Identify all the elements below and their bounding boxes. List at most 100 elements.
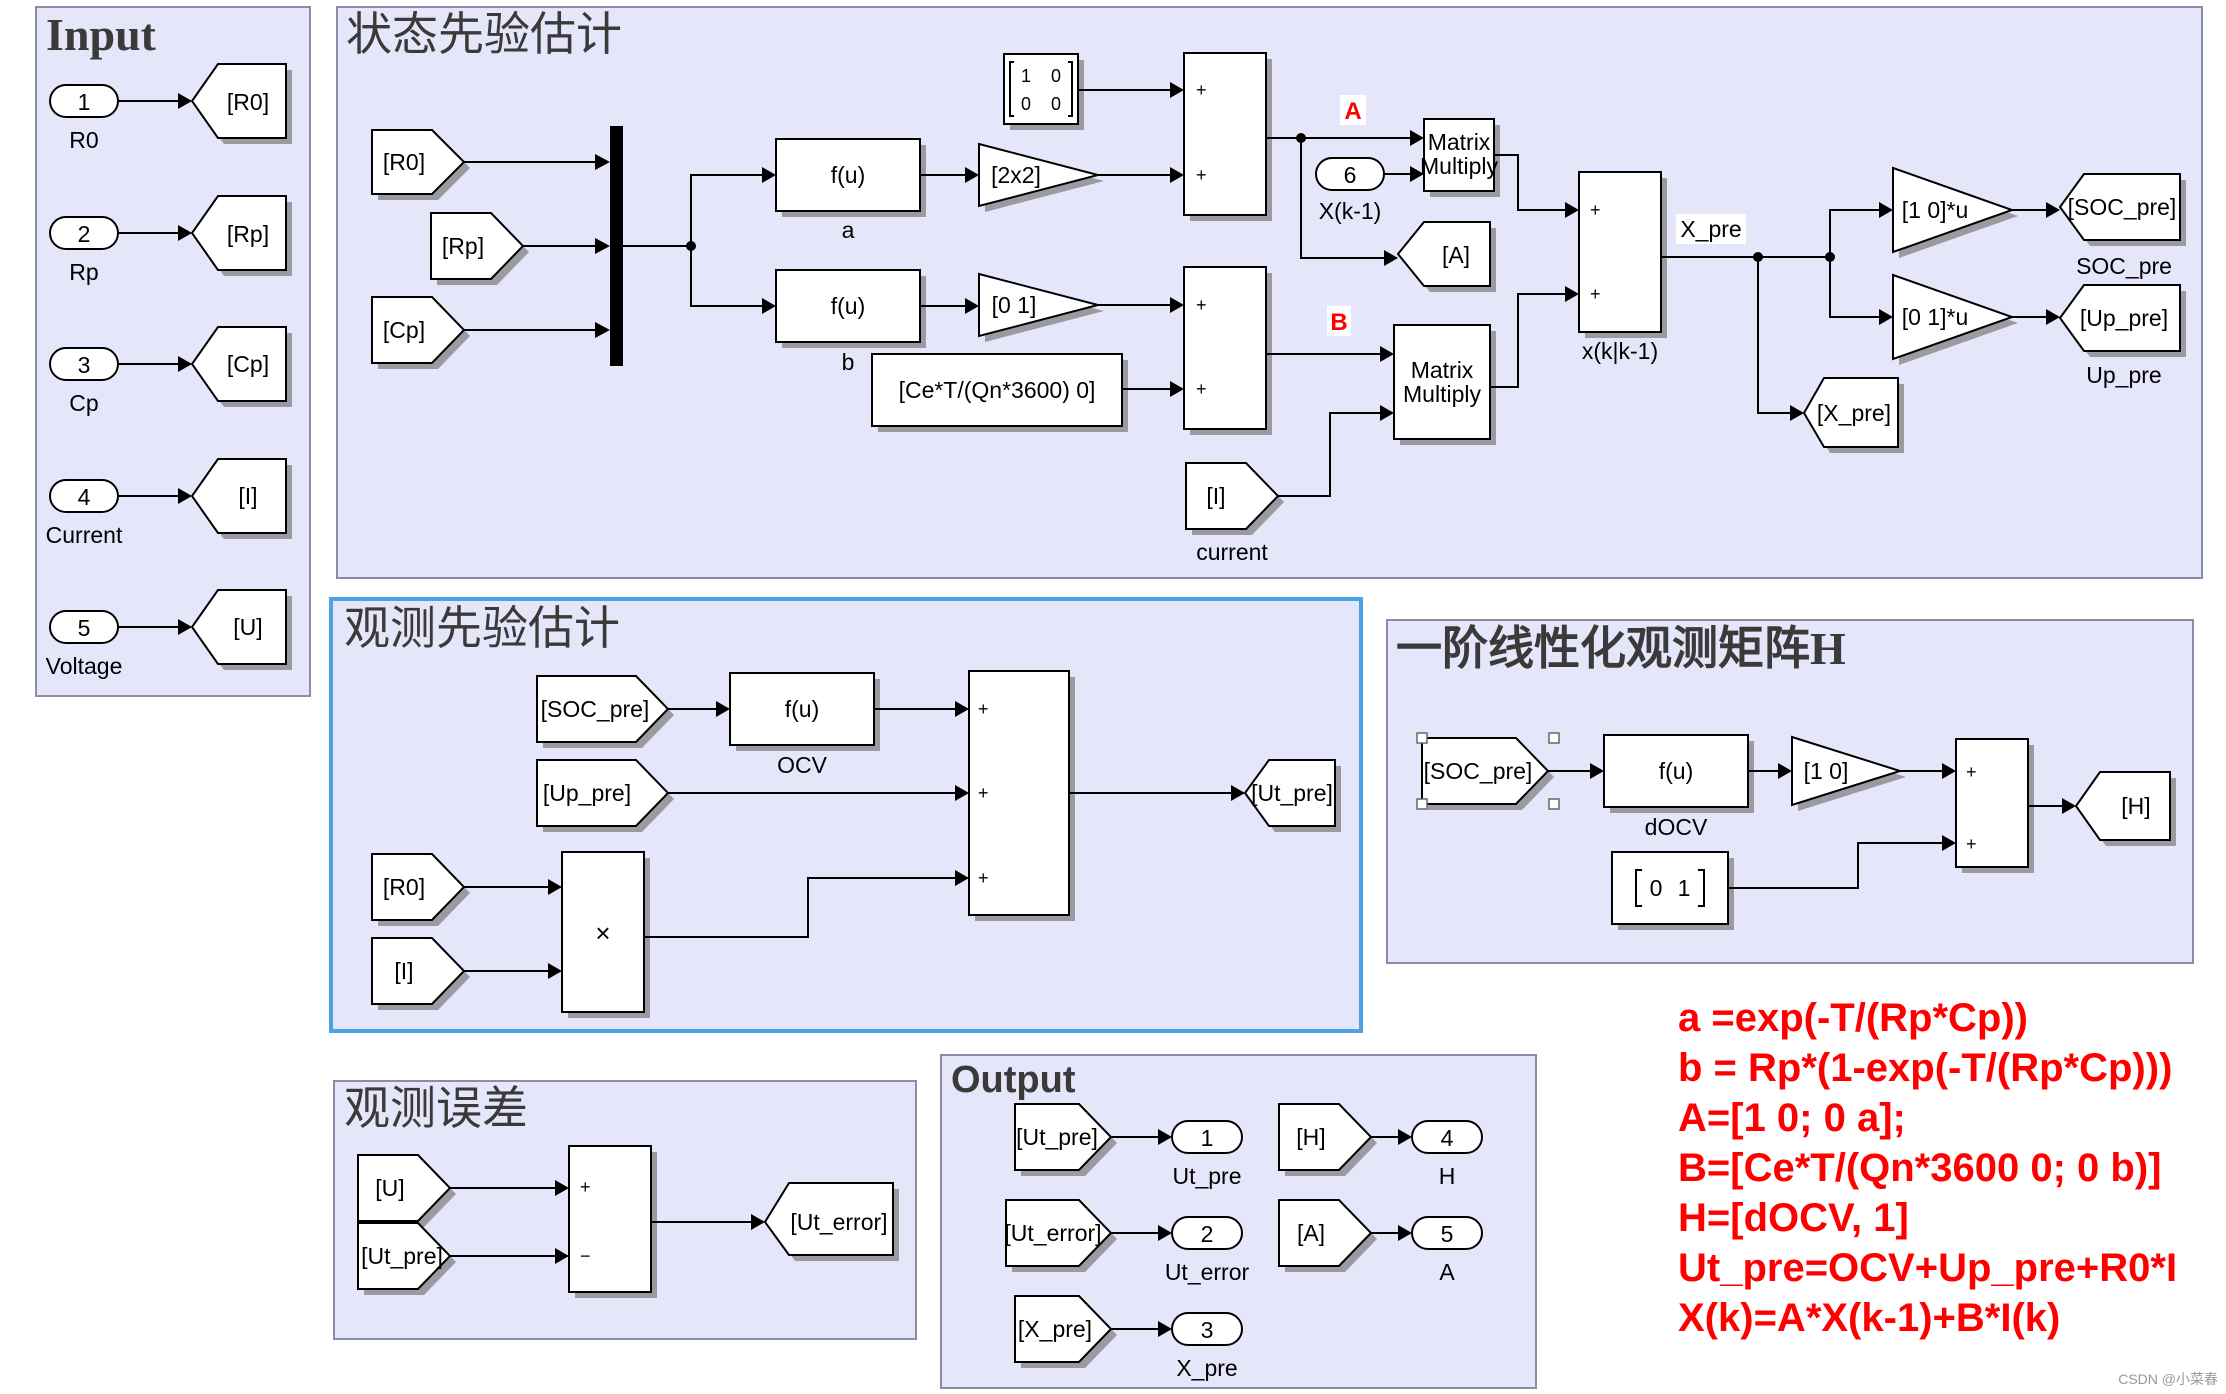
matrix-multiply-2-block[interactable]: Matrix Multiply xyxy=(1393,324,1496,445)
h-fcn-docv-block[interactable]: f(u) dOCV xyxy=(1603,734,1754,840)
goto-u[interactable]: [U] xyxy=(190,589,292,670)
inport-r0-label: R0 xyxy=(69,127,98,153)
fcn-b-expr: f(u) xyxy=(831,293,866,319)
goto-up-pre[interactable]: [Up_pre] Up_pre xyxy=(2058,284,2186,388)
inport-voltage-label: Voltage xyxy=(46,653,123,679)
obs-fcn-ocv-block[interactable]: f(u) OCV xyxy=(729,672,880,778)
obs-prior-area[interactable] xyxy=(329,597,1363,1033)
err-sum-block[interactable]: + − xyxy=(568,1145,657,1298)
outport-h-number: 4 xyxy=(1441,1125,1454,1151)
out-from-ut-pre-tag: [Ut_pre] xyxy=(1016,1124,1098,1150)
out-from-x-pre[interactable]: [X_pre] xyxy=(1014,1295,1117,1368)
obs-from-soc[interactable]: [SOC_pre] xyxy=(536,675,674,748)
inport-cp-label: Cp xyxy=(69,390,98,416)
constant-ce-expr: [Ce*T/(Qn*3600) 0] xyxy=(899,377,1096,403)
obs-fcn-expr: f(u) xyxy=(785,696,820,722)
goto-soc-pre[interactable]: [SOC_pre] SOC_pre xyxy=(2058,173,2186,279)
out-from-ut-pre[interactable]: [Ut_pre] xyxy=(1014,1103,1117,1176)
inport-r0[interactable]: 1 R0 xyxy=(49,84,119,153)
constant-matrix-block[interactable]: 1 0 0 0 xyxy=(1003,53,1084,130)
obs-prior-area-title: 观测先验估计 xyxy=(344,603,620,654)
outport-x-pre[interactable]: 3 X_pre xyxy=(1171,1312,1243,1381)
sum-a-block[interactable]: + + xyxy=(1183,52,1272,221)
h-goto-h[interactable]: [H] xyxy=(2074,771,2176,846)
err-sum-plus: + xyxy=(580,1177,591,1197)
matrix-multiply-1-block[interactable]: Matrix Multiply xyxy=(1420,118,1500,197)
sum-b-block[interactable]: + + xyxy=(1183,266,1272,435)
goto-a-tag: [A] xyxy=(1442,242,1470,268)
state-from-i[interactable]: [I] current xyxy=(1185,462,1284,565)
outport-a-label: A xyxy=(1439,1259,1455,1285)
mux-block[interactable] xyxy=(610,126,623,366)
goto-x-pre[interactable]: [X_pre] xyxy=(1802,377,1904,453)
err-from-u[interactable]: [U] xyxy=(357,1154,456,1227)
fcn-b-block[interactable]: f(u) b xyxy=(775,269,926,375)
sum-a-plus-2: + xyxy=(1196,165,1207,185)
sum-xk-plus-2: + xyxy=(1590,284,1601,304)
inport-current-label: Current xyxy=(46,522,123,548)
gain-2x2-label: [2x2] xyxy=(991,162,1041,188)
gain-01u-block[interactable]: [0 1]*u xyxy=(1892,273,2018,365)
obs-from-r0[interactable]: [R0] xyxy=(371,853,470,926)
formula-annotations: a =exp(-T/(Rp*Cp)) b = Rp*(1-exp(-T/(Rp*… xyxy=(1678,996,2177,1340)
goto-i[interactable]: [I] xyxy=(190,458,292,539)
h-sum-block[interactable]: + + xyxy=(1955,738,2034,873)
goto-r0[interactable]: [R0] xyxy=(190,63,292,144)
h-from-soc-tag: [SOC_pre] xyxy=(1424,758,1533,784)
inport-xk1[interactable]: 6 X(k-1) xyxy=(1315,157,1385,224)
fcn-a-block[interactable]: f(u) a xyxy=(775,138,926,243)
const-m21: 0 xyxy=(1021,94,1031,114)
obs-sum-block[interactable]: + + + xyxy=(968,670,1075,921)
sum-xk-plus-1: + xyxy=(1590,200,1601,220)
out-from-ut-error-tag: [Ut_error] xyxy=(1004,1220,1101,1246)
gain-01-block[interactable]: [0 1] xyxy=(978,272,1104,342)
obs-goto-ut-pre[interactable]: [Ut_pre] xyxy=(1243,759,1341,832)
out-from-a[interactable]: [A] xyxy=(1278,1199,1377,1272)
out-from-ut-error[interactable]: [Ut_error] xyxy=(1004,1199,1117,1272)
h-const-0: 0 xyxy=(1650,875,1663,901)
err-goto-ut-error[interactable]: [Ut_error] xyxy=(763,1182,899,1261)
gain-2x2-block[interactable]: [2x2] xyxy=(978,142,1104,212)
const-m11: 1 xyxy=(1021,66,1031,86)
outport-ut-error[interactable]: 2 Ut_error xyxy=(1165,1216,1250,1285)
h-matrix-area-title: 一阶线性化观测矩阵H xyxy=(1396,623,1846,674)
obs-from-r0-tag: [R0] xyxy=(383,874,425,900)
h-gain-block[interactable]: [1 0] xyxy=(1791,735,1906,811)
err-from-ut-pre[interactable]: [Ut_pre] xyxy=(357,1222,456,1295)
h-from-soc[interactable]: [SOC_pre] xyxy=(1416,732,1560,810)
obs-from-up[interactable]: [Up_pre] xyxy=(536,759,674,832)
goto-a-state[interactable]: [A] xyxy=(1396,221,1496,292)
inport-xk1-number: 6 xyxy=(1344,162,1357,188)
formula-A: A=[1 0; 0 a]; xyxy=(1678,1096,1906,1140)
obs-fcn-label: OCV xyxy=(777,752,828,778)
goto-rp[interactable]: [Rp] xyxy=(190,195,292,276)
outport-a[interactable]: 5 A xyxy=(1411,1216,1483,1285)
out-from-h[interactable]: [H] xyxy=(1278,1103,1377,1176)
h-constant-block[interactable]: 0 1 xyxy=(1611,851,1734,930)
formula-B: B=[Ce*T/(Qn*3600 0; 0 b)] xyxy=(1678,1146,2161,1190)
inport-voltage[interactable]: 5 Voltage xyxy=(46,610,123,679)
outport-ut-pre-label: Ut_pre xyxy=(1172,1163,1241,1189)
h-sum-plus-1: + xyxy=(1966,762,1977,782)
obs-from-i-tag: [I] xyxy=(394,958,413,984)
goto-cp-tag: [Cp] xyxy=(227,351,269,377)
state-from-rp[interactable]: [Rp] xyxy=(430,212,529,285)
obs-product-block[interactable]: × xyxy=(561,851,650,1018)
outport-x-pre-number: 3 xyxy=(1201,1317,1214,1343)
state-from-i-tag: [I] xyxy=(1206,483,1225,509)
inport-current[interactable]: 4 Current xyxy=(46,479,123,548)
sum-xk-block[interactable]: + + x(k|k-1) xyxy=(1578,171,1667,364)
h-sum-plus-2: + xyxy=(1966,834,1977,854)
outport-ut-pre[interactable]: 1 Ut_pre xyxy=(1171,1120,1243,1189)
goto-cp[interactable]: [Cp] xyxy=(190,326,292,407)
outport-h[interactable]: 4 H xyxy=(1411,1120,1483,1189)
constant-ce-block[interactable]: [Ce*T/(Qn*3600) 0] xyxy=(871,353,1128,432)
state-from-cp[interactable]: [Cp] xyxy=(371,296,470,369)
inport-cp[interactable]: 3 Cp xyxy=(49,347,119,416)
gain-10u-block[interactable]: [1 0]*u xyxy=(1892,166,2018,258)
h-gain-label: [1 0] xyxy=(1804,758,1849,784)
obs-from-i[interactable]: [I] xyxy=(371,937,470,1010)
state-from-r0[interactable]: [R0] xyxy=(371,129,470,200)
formula-a: a =exp(-T/(Rp*Cp)) xyxy=(1678,996,2028,1040)
obs-from-soc-tag: [SOC_pre] xyxy=(541,696,650,722)
